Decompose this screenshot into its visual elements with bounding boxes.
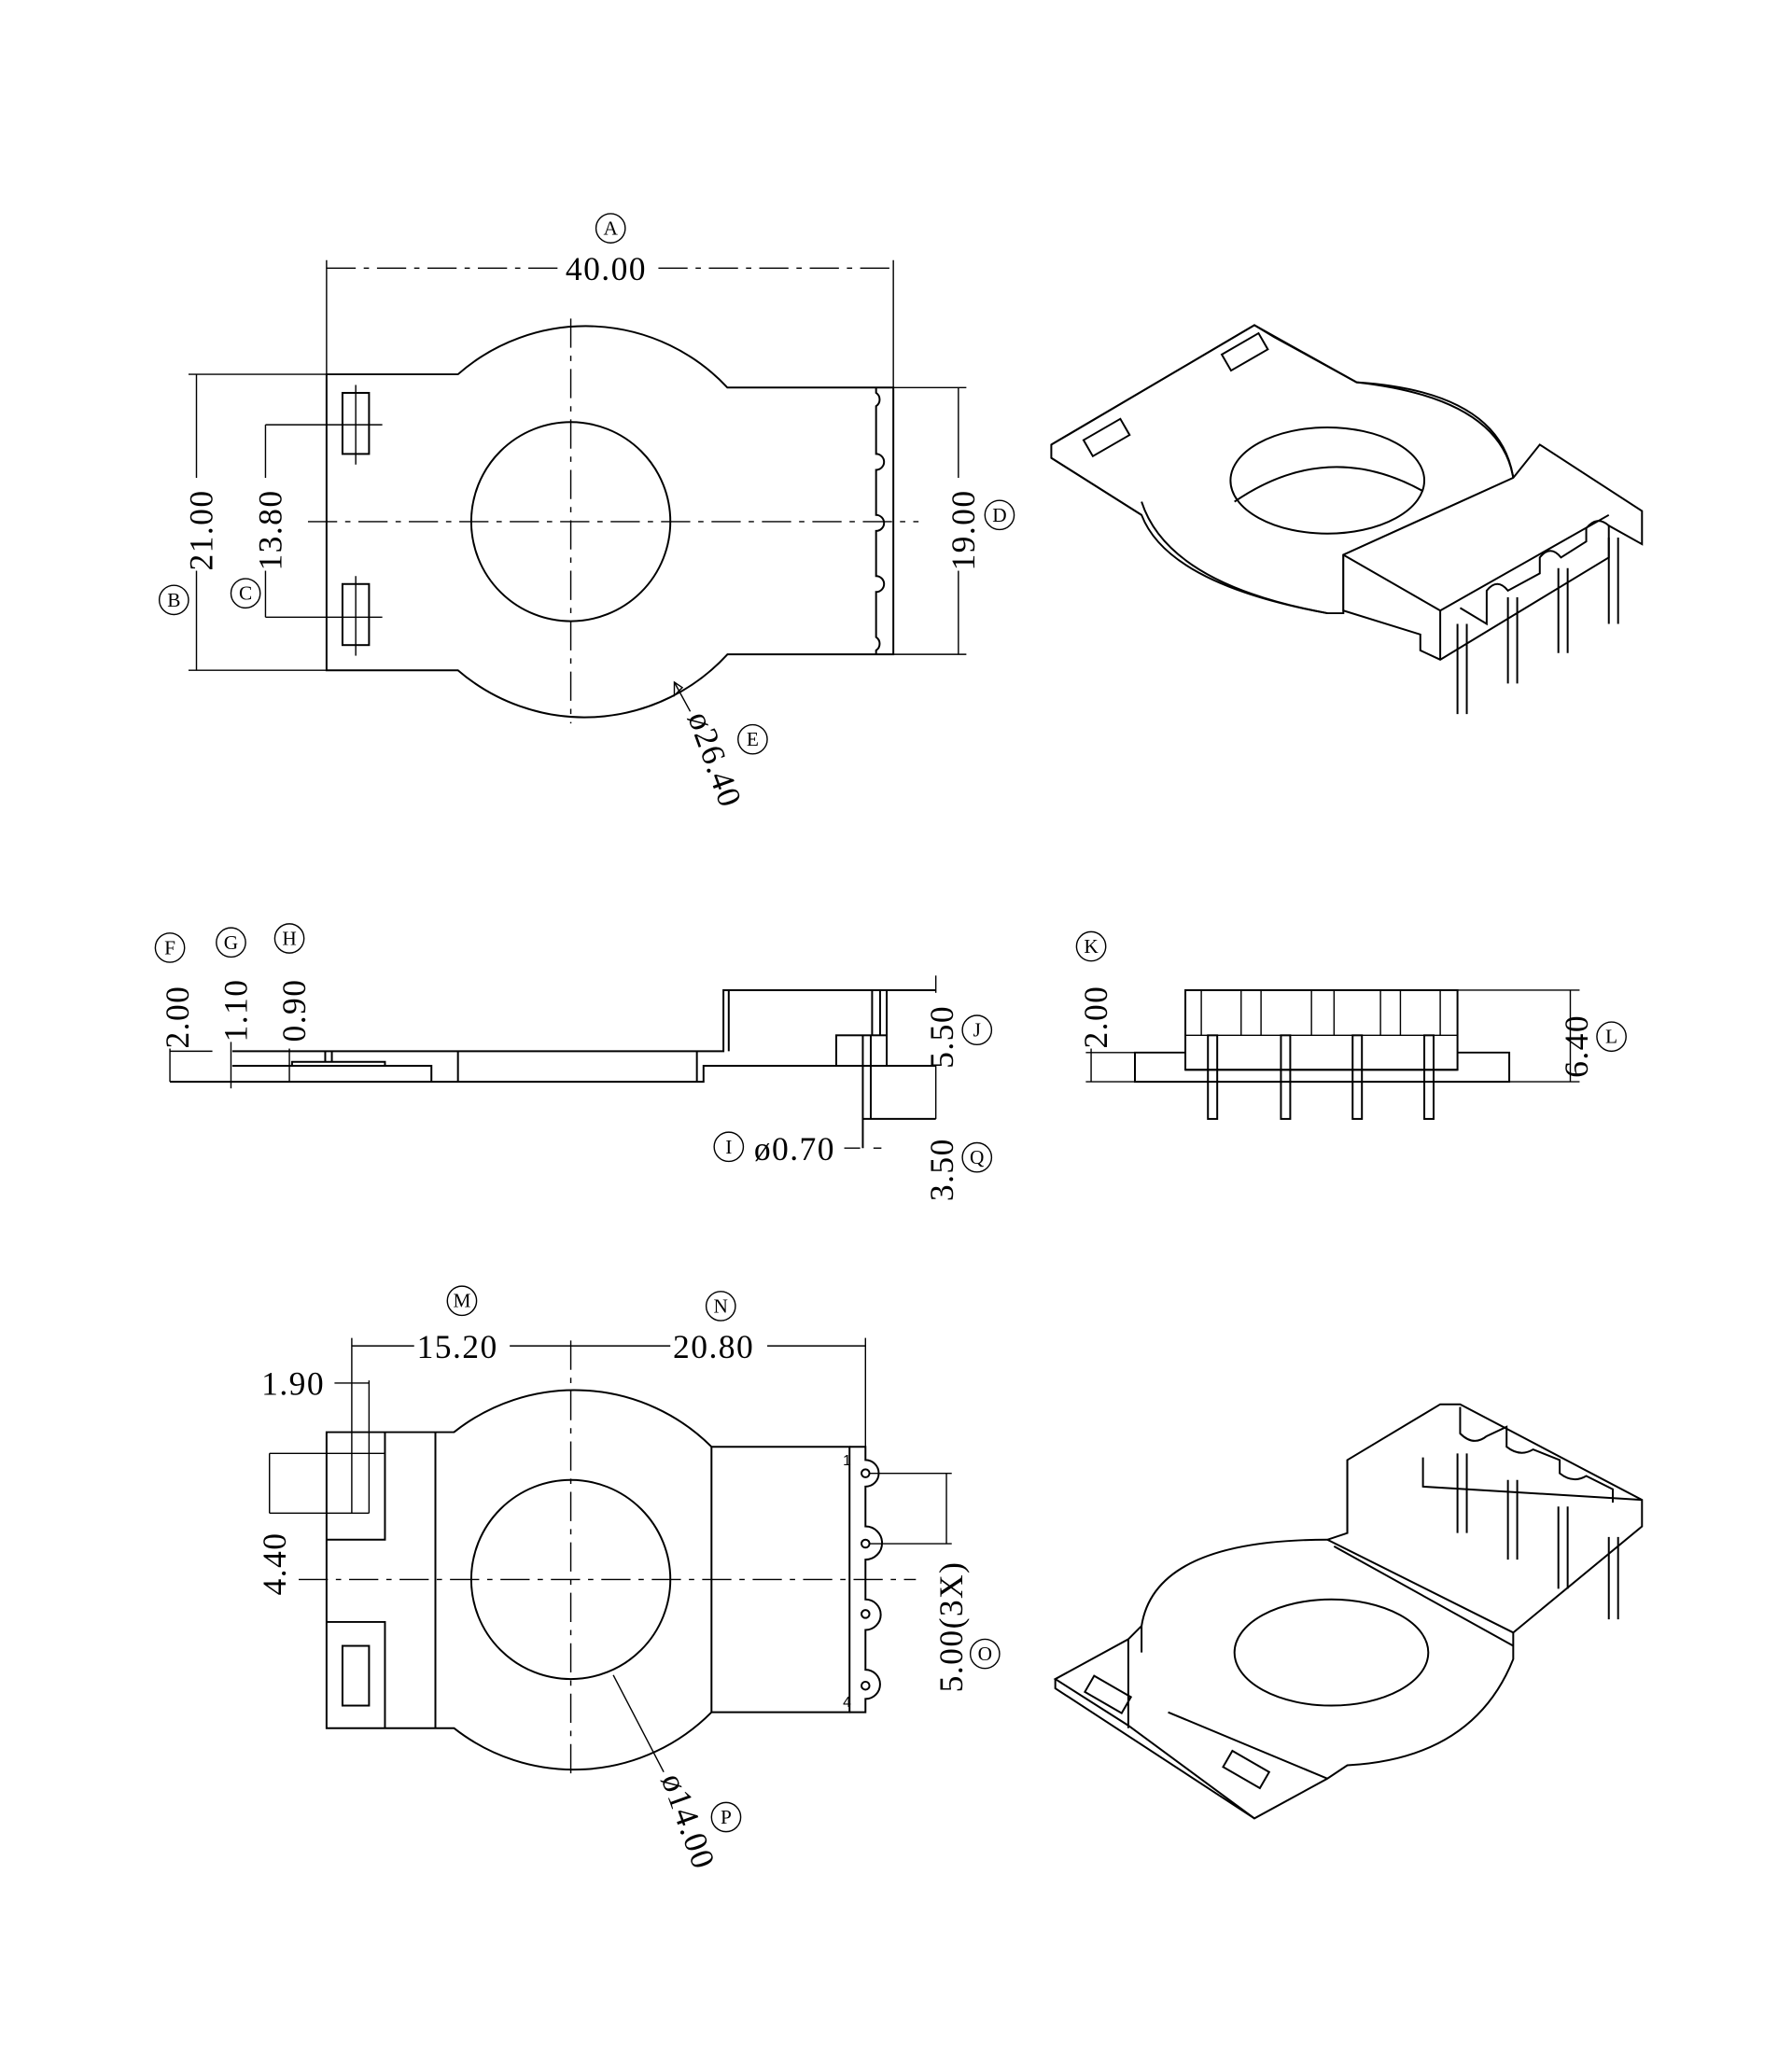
svg-text:I: I [725, 1136, 732, 1158]
svg-text:L: L [1605, 1026, 1617, 1048]
front-view: 2.00 K 6.40 L [1075, 930, 1627, 1120]
front-pin [1351, 1034, 1364, 1120]
pin-label-1: 1 [843, 1453, 851, 1469]
dim-F-value: 2.00 [159, 986, 196, 1049]
svg-text:Q: Q [970, 1146, 985, 1168]
dim-G-value: 1.10 [217, 979, 255, 1042]
callout-K: K [1075, 930, 1107, 962]
callout-M: M [446, 1285, 478, 1317]
pin-notches [875, 387, 886, 655]
svg-text:C: C [239, 582, 252, 605]
dim-N-value: 20.80 [673, 1328, 754, 1365]
dim-B-value: 21.00 [183, 489, 220, 570]
front-pin [1423, 1034, 1435, 1120]
iso-hole [1229, 426, 1426, 535]
isometric-view-bottom [1053, 1403, 1644, 1820]
svg-text:A: A [604, 217, 619, 240]
dim-O-value: 5.00(3X) [932, 1561, 970, 1693]
pin-hole [861, 1609, 871, 1619]
callout-O: O [969, 1638, 1001, 1670]
callout-D: D [984, 499, 1015, 531]
callout-P: P [710, 1801, 742, 1833]
svg-text:O: O [978, 1643, 992, 1665]
dim-A-value: 40.00 [566, 250, 647, 287]
dim-slot-offset: 4.40 [256, 1532, 293, 1596]
svg-text:B: B [167, 589, 180, 611]
dim-K-value: 2.00 [1077, 986, 1114, 1049]
dim-Q-value: 3.50 [923, 1138, 960, 1201]
svg-text:J: J [973, 1019, 981, 1042]
dim-D-value: 19.00 [945, 489, 982, 570]
svg-text:D: D [992, 504, 1006, 526]
iso-hole-bottom [1233, 1598, 1430, 1707]
svg-text:H: H [282, 928, 296, 950]
callout-L: L [1596, 1021, 1627, 1053]
svg-text:P: P [721, 1806, 732, 1828]
callout-H: H [273, 923, 305, 954]
callout-C: C [230, 578, 261, 609]
callout-G: G [216, 927, 246, 958]
svg-text:G: G [224, 931, 238, 954]
dim-J-value: 5.50 [923, 1005, 960, 1069]
svg-text:N: N [714, 1294, 728, 1317]
callout-A: A [595, 213, 626, 244]
front-pin [1207, 1034, 1219, 1120]
top-view: 40.00 A 21.00 B 13.80 C 19.00 D ø26.40 E [158, 213, 1015, 813]
dim-H-value: 0.90 [275, 979, 313, 1042]
callout-B: B [158, 584, 189, 616]
svg-text:K: K [1084, 935, 1099, 958]
pin-hole [861, 1468, 871, 1478]
dim-L-value: 6.40 [1558, 1014, 1595, 1078]
pin-label-4: 4 [843, 1695, 851, 1711]
callout-N: N [705, 1291, 736, 1322]
callout-J: J [961, 1014, 993, 1045]
dim-slot-width: 1.90 [261, 1365, 325, 1403]
callout-E: E [737, 723, 768, 755]
svg-text:E: E [747, 728, 759, 750]
svg-text:F: F [164, 936, 175, 958]
dim-C-value: 13.80 [252, 489, 289, 570]
dim-I-value: ø0.70 [754, 1130, 835, 1168]
callout-I: I [713, 1131, 745, 1163]
callout-Q: Q [961, 1141, 993, 1173]
side-view: 2.00 1.10 0.90 F G H 5.50 J 3.50 Q ø0.70… [154, 923, 993, 1201]
svg-text:M: M [453, 1290, 470, 1312]
pin-hole [861, 1680, 871, 1691]
dim-M-value: 15.20 [417, 1328, 498, 1365]
front-pin [1280, 1034, 1292, 1120]
dim-E-value: ø26.40 [680, 706, 749, 813]
pin-hole [861, 1538, 871, 1549]
bottom-view: 1 4 15.20 20.80 M N 1.90 4.40 5.00(3X) O… [256, 1285, 1001, 1874]
isometric-view-top [1050, 324, 1644, 715]
callout-F: F [154, 932, 186, 963]
